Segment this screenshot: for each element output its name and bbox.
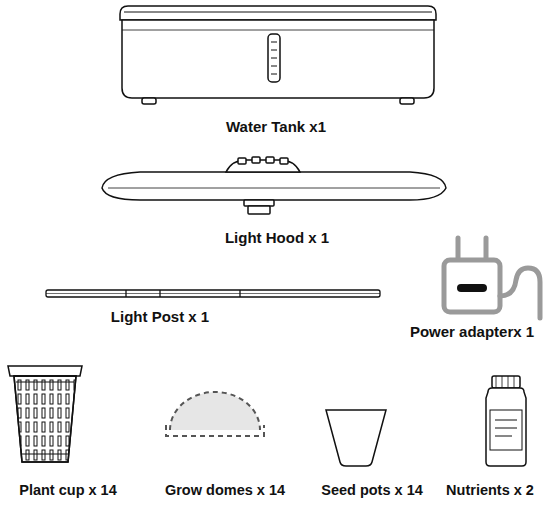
nutrients-bottle — [486, 376, 526, 466]
part-label: Grow domes x 14 — [165, 482, 285, 499]
light-post — [46, 290, 380, 297]
plant-cup — [8, 366, 82, 462]
water-tank — [120, 6, 436, 104]
part-label: Nutrients x 2 — [446, 482, 534, 499]
grow-dome — [166, 392, 264, 436]
part-label: Plant cup x 14 — [19, 482, 117, 499]
light-hood — [102, 157, 446, 214]
part-label: Seed pots x 14 — [321, 482, 423, 499]
seed-pot — [326, 410, 386, 466]
part-label: Power adapterx 1 — [410, 323, 534, 341]
part-label: Light Hood x 1 — [225, 229, 329, 247]
part-label: Water Tank x1 — [226, 118, 326, 136]
part-label: Light Post x 1 — [111, 308, 209, 326]
power-adapter-icon — [444, 238, 540, 318]
